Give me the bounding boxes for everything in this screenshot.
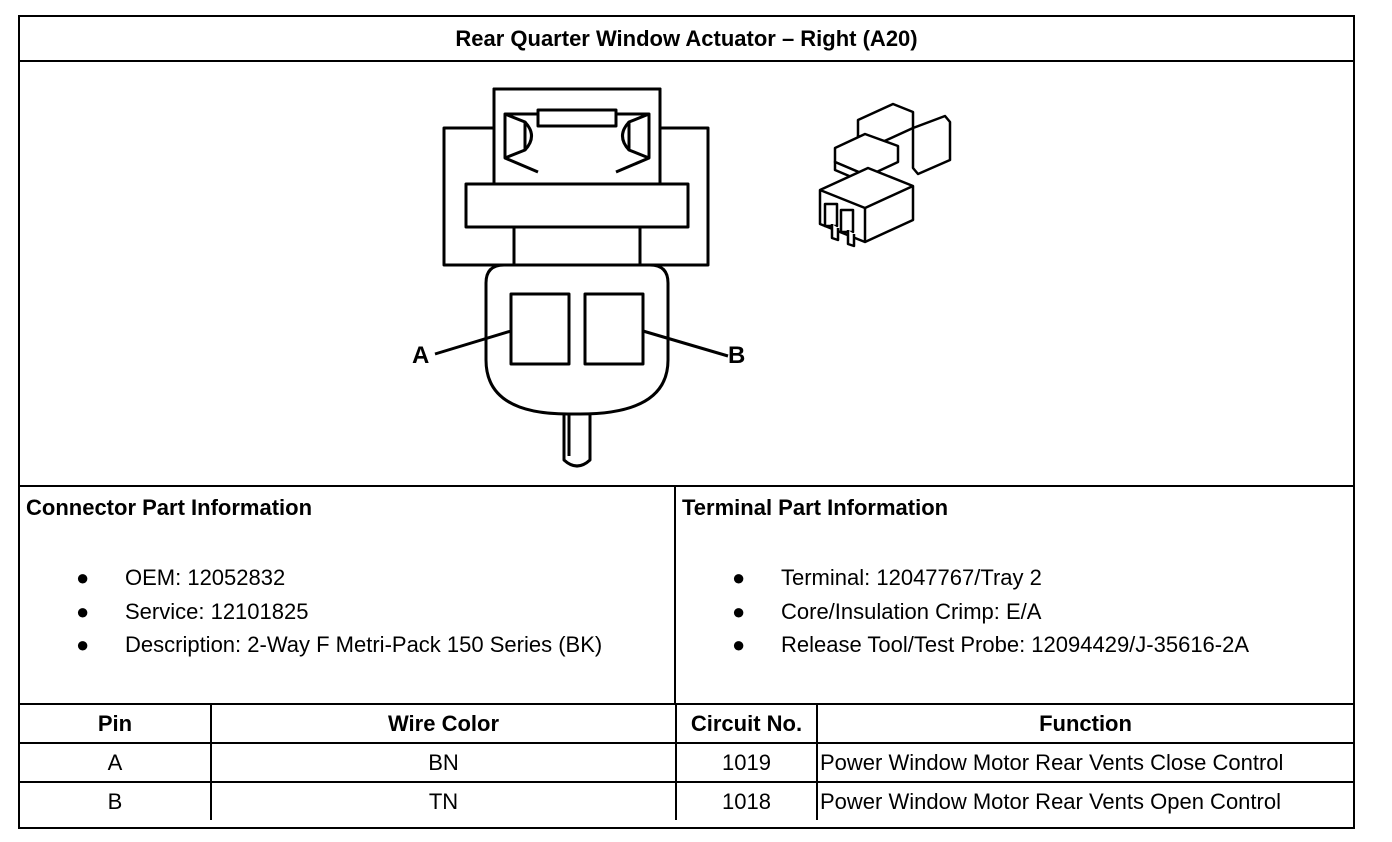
terminal-release-tool: Release Tool/Test Probe: 12094429/J-3561… [781, 632, 1250, 657]
column-header-pin: Pin [20, 705, 212, 744]
table-row: B TN 1018 Power Window Motor Rear Vents … [20, 781, 1353, 820]
bullet-icon: ● [732, 565, 746, 590]
pin-a-callout: A [412, 342, 430, 369]
list-item: ● Description: 2-Way F Metri-Pack 150 Ser… [20, 632, 602, 666]
pin-cell: A [20, 742, 212, 783]
connector-drawing-panel: A B [20, 62, 1353, 487]
function-cell: Power Window Motor Rear Vents Open Contr… [816, 781, 1353, 820]
terminal-info-heading: Terminal Part Information [682, 495, 949, 520]
connector-description: Description: 2-Way F Metri-Pack 150 Seri… [125, 632, 603, 657]
wire-color-cell: TN [210, 781, 677, 820]
bullet-icon: ● [76, 598, 90, 624]
connector-face-drawing [434, 87, 952, 468]
wire-color-cell: BN [210, 742, 677, 783]
connector-sheet: Rear Quarter Window Actuator – Right (A2… [18, 15, 1355, 829]
bullet-icon: ● [76, 632, 90, 657]
table-row: A BN 1019 Power Window Motor Rear Vents … [20, 742, 1353, 783]
pin-table: Pin Wire Color Circuit No. Function A BN… [20, 705, 1353, 820]
list-item: ● Service: 12101825 [20, 599, 602, 633]
column-header-wire-color: Wire Color [210, 705, 677, 744]
bullet-icon: ● [732, 632, 746, 657]
connector-info-list: ● OEM: 12052832 ● Service: 12101825 ● Descr… [20, 565, 602, 666]
column-header-circuit: Circuit No. [675, 705, 818, 744]
list-item: ● Release Tool/Test Probe: 12094429/J-356… [676, 632, 1249, 666]
bullet-icon: ● [76, 565, 90, 590]
terminal-number: Terminal: 12047767/Tray 2 [781, 565, 1042, 590]
circuit-cell: 1019 [675, 742, 818, 783]
list-item: ● Terminal: 12047767/Tray 2 [676, 565, 1249, 599]
connector-service: Service: 12101825 [125, 598, 309, 624]
connector-part-info: Connector Part Information ● OEM: 1205283… [20, 487, 676, 703]
sheet-title: Rear Quarter Window Actuator – Right (A2… [20, 17, 1353, 62]
connector-oem: OEM: 12052832 [125, 565, 286, 590]
circuit-cell: 1018 [675, 781, 818, 820]
connector-info-heading: Connector Part Information [26, 495, 313, 520]
terminal-crimp: Core/Insulation Crimp: E/A [781, 598, 1042, 624]
terminal-info-list: ● Terminal: 12047767/Tray 2 ● Core/Insulat… [676, 565, 1249, 666]
function-cell: Power Window Motor Rear Vents Close Cont… [816, 742, 1353, 783]
bullet-icon: ● [732, 598, 746, 624]
list-item: ● Core/Insulation Crimp: E/A [676, 599, 1249, 633]
terminal-part-info: Terminal Part Information ● Terminal: 120… [676, 487, 1355, 703]
list-item: ● OEM: 12052832 [20, 565, 602, 599]
pin-b-callout: B [728, 342, 746, 369]
pin-cell: B [20, 781, 212, 820]
table-header-row: Pin Wire Color Circuit No. Function [20, 705, 1353, 744]
part-information-row: Connector Part Information ● OEM: 1205283… [20, 487, 1353, 705]
column-header-function: Function [816, 705, 1353, 744]
